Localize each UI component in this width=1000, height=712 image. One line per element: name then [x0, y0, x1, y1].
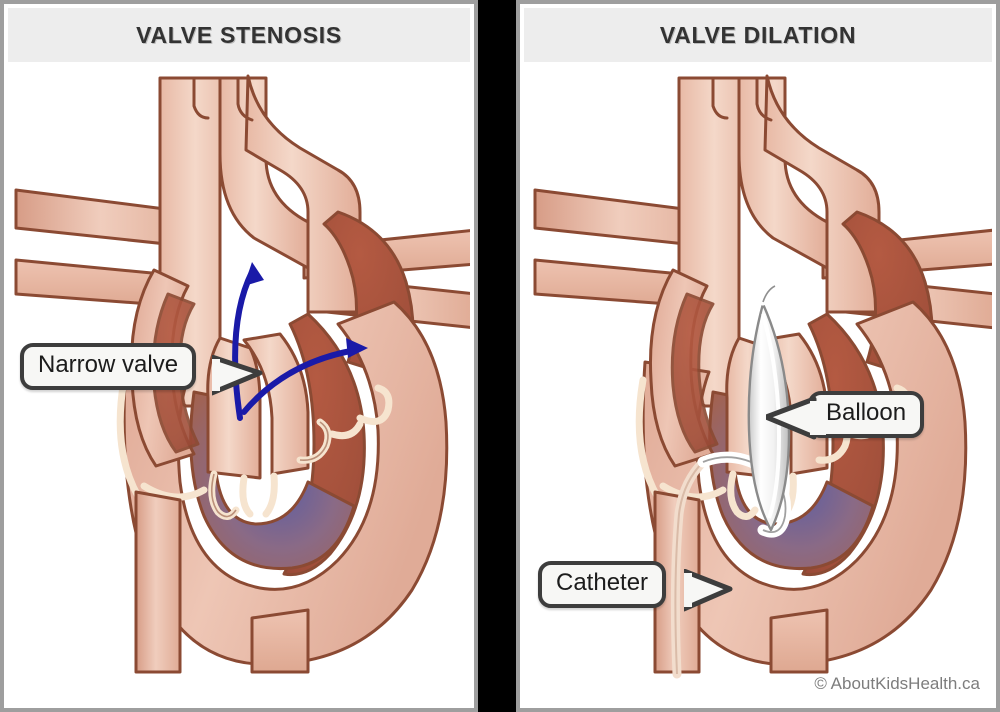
- callout-narrow-valve[interactable]: Narrow valve: [20, 343, 263, 396]
- panel-title-stenosis: VALVE STENOSIS: [136, 21, 342, 48]
- panel-valve-stenosis: VALVE STENOSIS: [0, 0, 478, 712]
- callout-tail-balloon: [766, 397, 826, 440]
- callout-balloon[interactable]: Balloon: [766, 391, 925, 440]
- panel-header-stenosis: VALVE STENOSIS: [8, 8, 470, 62]
- panel-header-dilation: VALVE DILATION: [524, 8, 992, 62]
- copyright-credit: © AboutKidsHealth.ca: [814, 674, 980, 693]
- callout-catheter-label: Catheter: [538, 561, 667, 608]
- callout-catheter[interactable]: Catheter: [538, 561, 733, 612]
- callout-tail-narrow-valve: [212, 355, 263, 396]
- callout-tail-catheter: [684, 569, 733, 612]
- heart-illustration-stenosis: [14, 74, 470, 674]
- callout-narrow-valve-label: Narrow valve: [20, 343, 197, 390]
- panel-body-stenosis: [8, 62, 470, 704]
- panel-title-dilation: VALVE DILATION: [659, 21, 857, 48]
- panel-valve-dilation: VALVE DILATION: [516, 0, 1000, 712]
- heart-illustration-dilation: [533, 74, 992, 679]
